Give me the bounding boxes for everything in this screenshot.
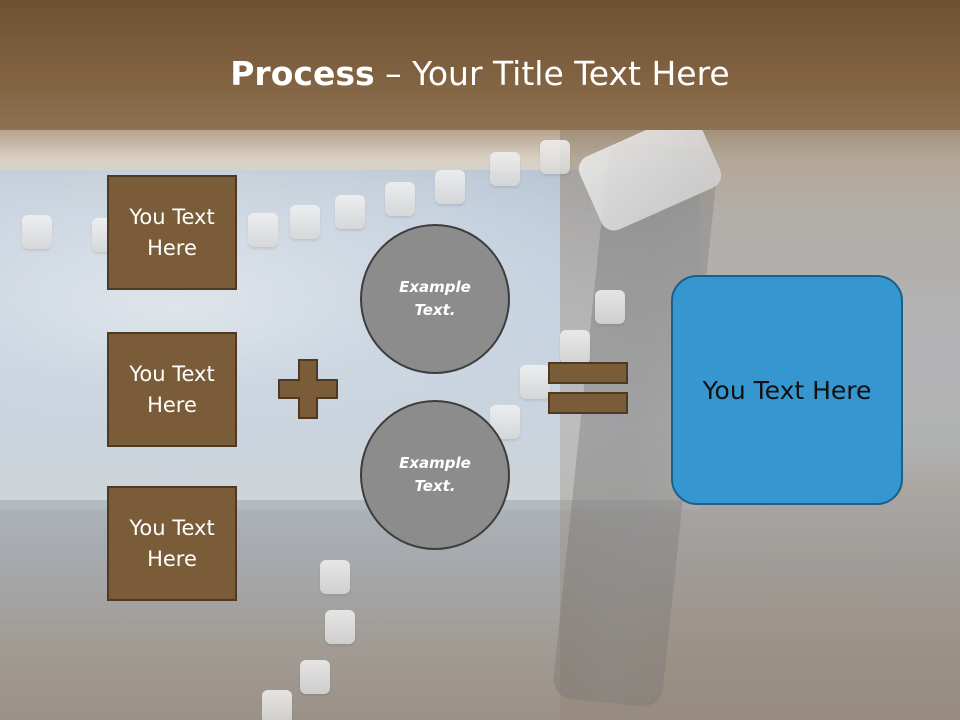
zipper-tooth bbox=[300, 660, 330, 694]
zipper-tooth bbox=[520, 365, 550, 399]
zipper-tooth bbox=[490, 152, 520, 186]
zipper-tooth bbox=[325, 610, 355, 644]
result-box[interactable]: You Text Here bbox=[671, 275, 903, 505]
zipper-tooth bbox=[335, 195, 365, 229]
zipper-tooth bbox=[595, 290, 625, 324]
zipper-tooth bbox=[248, 213, 278, 247]
zipper-tooth bbox=[320, 560, 350, 594]
text-box-2[interactable]: You Text Here bbox=[107, 332, 237, 447]
text-box-3[interactable]: You Text Here bbox=[107, 486, 237, 601]
example-circle-2[interactable]: Example Text. bbox=[360, 400, 510, 550]
title-bold: Process bbox=[230, 54, 375, 93]
title-rest: – Your Title Text Here bbox=[374, 54, 730, 93]
example-circle-1[interactable]: Example Text. bbox=[360, 224, 510, 374]
text-box-1[interactable]: You Text Here bbox=[107, 175, 237, 290]
zipper-tooth bbox=[560, 330, 590, 364]
zipper-tooth bbox=[540, 140, 570, 174]
zipper-tooth bbox=[385, 182, 415, 216]
zipper-tooth bbox=[290, 205, 320, 239]
title-bar bbox=[0, 0, 960, 130]
slide-title[interactable]: Process – Your Title Text Here bbox=[0, 52, 960, 96]
plus-icon bbox=[278, 359, 338, 419]
zipper-tooth bbox=[262, 690, 292, 720]
zipper-tooth bbox=[435, 170, 465, 204]
zipper-tooth bbox=[22, 215, 52, 249]
equals-icon bbox=[548, 362, 628, 414]
